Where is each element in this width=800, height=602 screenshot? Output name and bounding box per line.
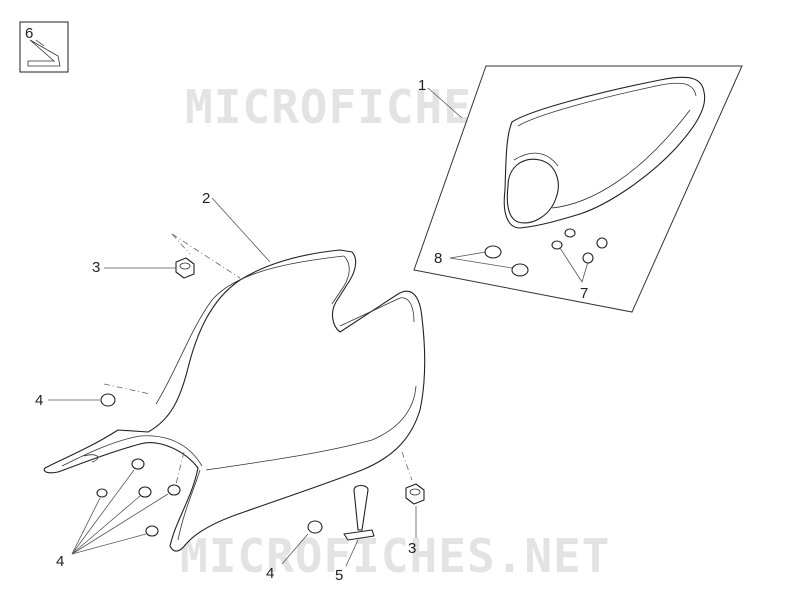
callout-1: 1 bbox=[418, 77, 426, 94]
callout-4-group: 4 bbox=[56, 553, 64, 570]
cowl-buffer-icon bbox=[551, 228, 608, 264]
callout-7: 7 bbox=[580, 285, 588, 302]
allen-key-icon bbox=[19, 21, 69, 73]
callout-3-right: 3 bbox=[408, 540, 416, 557]
cowl-pad-icon bbox=[484, 245, 529, 277]
callout-5: 5 bbox=[335, 567, 343, 584]
nut-icon bbox=[405, 483, 425, 505]
rider-seat-icon bbox=[43, 249, 426, 552]
callout-6: 6 bbox=[25, 25, 33, 42]
passenger-seat-cowl-group bbox=[413, 65, 743, 313]
callout-4-bottom: 4 bbox=[266, 565, 274, 582]
watermark-bottom: MICROFICHES.NET bbox=[180, 529, 610, 583]
seat-lock-tab-icon bbox=[343, 484, 375, 541]
rubber-buffer-icon bbox=[96, 393, 323, 537]
callout-4-left: 4 bbox=[35, 392, 43, 409]
callout-3-left: 3 bbox=[92, 259, 100, 276]
callout-8: 8 bbox=[434, 250, 442, 267]
nut-icon bbox=[175, 257, 195, 279]
passenger-seat-cowl-icon bbox=[503, 76, 706, 229]
callout-2: 2 bbox=[202, 190, 210, 207]
